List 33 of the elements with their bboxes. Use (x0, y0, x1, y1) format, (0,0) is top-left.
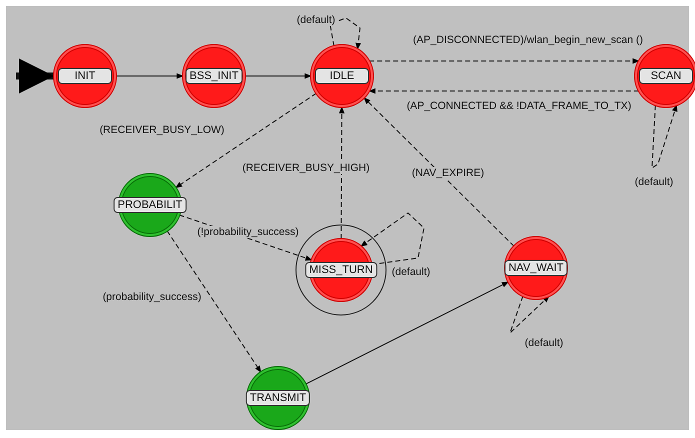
self-loop-arrow (510, 296, 550, 334)
edge-label: (default) (296, 14, 336, 26)
state-name: MISS_TURN (305, 262, 377, 278)
initial-state-arrow (16, 58, 54, 94)
edge-label: (AP_CONNECTED && !DATA_FRAME_TO_TX) (406, 100, 632, 112)
state-name: IDLE (315, 68, 369, 84)
transition-arrow (364, 97, 514, 247)
transition-arrow (166, 230, 262, 373)
edge-label: (default) (524, 337, 564, 349)
self-loop-arrow (330, 18, 362, 50)
self-loop-arrow (652, 104, 678, 168)
edge-label: (default) (390, 266, 432, 278)
edge-label: (RECEIVER_BUSY_HIGH) (241, 162, 371, 174)
state-name: TRANSMIT (246, 390, 310, 406)
transition-arrow (305, 281, 509, 385)
state-name: PROBABILIT (114, 197, 186, 213)
self-loop-arrow (360, 212, 424, 266)
edge-label: (AP_DISCONNECTED)/wlan_begin_new_scan () (412, 34, 644, 46)
edge-label: (NAV_EXPIRE) (410, 167, 486, 179)
state-name: NAV_WAIT (504, 260, 568, 276)
transition-arrow (338, 106, 345, 240)
edge-label: (default) (634, 176, 674, 188)
edge-label: (RECEIVER_BUSY_LOW) (98, 124, 226, 136)
state-name: INIT (58, 68, 112, 84)
edge-label: (!probability_success) (196, 226, 300, 238)
transition-arrow (368, 58, 640, 64)
transition-arrow (368, 88, 640, 94)
state-name: SCAN (639, 68, 693, 84)
transition-arrow (175, 92, 317, 188)
edge-label: (probability_success) (102, 291, 202, 303)
transition-arrow (116, 73, 184, 79)
transition-arrow (244, 73, 312, 79)
state-name: BSS_INIT (186, 68, 242, 84)
